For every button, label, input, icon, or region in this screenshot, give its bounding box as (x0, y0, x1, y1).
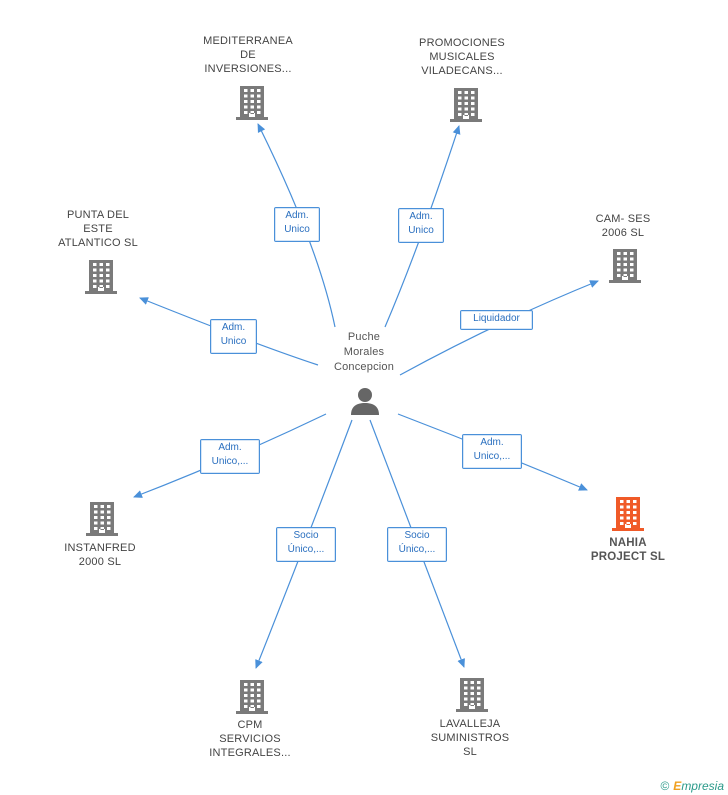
brand-initial: E (673, 779, 682, 793)
person-icon[interactable] (350, 386, 380, 416)
company-label[interactable]: PUNTA DEL ESTE ATLANTICO SL (58, 209, 138, 249)
edge-label-nahia[interactable]: Adm. Unico,... (462, 434, 522, 469)
building-body (89, 260, 113, 292)
building-base (450, 119, 482, 122)
building-body (616, 497, 640, 529)
building-icon[interactable] (85, 258, 117, 294)
company-label[interactable]: CAM- SES 2006 SL (595, 213, 651, 239)
company-label[interactable]: CPM SERVICIOS INTEGRALES... (209, 719, 291, 759)
building-base (612, 528, 644, 531)
edge-label-camses[interactable]: Liquidador (460, 310, 533, 330)
building-icon[interactable] (456, 676, 488, 712)
building-base (456, 709, 488, 712)
footer-brand: ©Empresia (660, 779, 724, 793)
brand-name: mpresia (681, 779, 724, 793)
building-body (240, 680, 264, 712)
building-base (85, 291, 117, 294)
building-body (90, 502, 114, 534)
building-body (613, 249, 637, 281)
building-icon[interactable] (86, 500, 118, 536)
building-base (86, 533, 118, 536)
company-label[interactable]: INSTANFRED 2000 SL (64, 542, 136, 568)
edge-label-mediterranea[interactable]: Adm. Unico (274, 207, 320, 242)
edge-label-promociones[interactable]: Adm. Unico (398, 208, 444, 243)
edge-label-instanfred[interactable]: Adm. Unico,... (200, 439, 260, 474)
building-icon[interactable] (450, 86, 482, 122)
company-label[interactable]: PROMOCIONES MUSICALES VILADECANS... (419, 37, 505, 77)
edge-label-cpm[interactable]: Socio Único,... (276, 527, 336, 562)
edge-label-lavalleja[interactable]: Socio Único,... (387, 527, 447, 562)
building-body (454, 88, 478, 120)
copyright-icon: © (660, 779, 670, 793)
building-body (240, 86, 264, 118)
company-label[interactable]: NAHIA PROJECT SL (590, 537, 666, 563)
center-person-label[interactable]: Puche Morales Concepcion (333, 331, 395, 373)
company-label[interactable]: MEDITERRANEA DE INVERSIONES... (203, 35, 293, 75)
building-icon[interactable] (612, 495, 644, 531)
building-base (609, 280, 641, 283)
building-icon[interactable] (236, 678, 268, 714)
building-base (236, 117, 268, 120)
building-body (460, 678, 484, 710)
building-base (236, 711, 268, 714)
building-icon[interactable] (236, 84, 268, 120)
building-icon[interactable] (609, 247, 641, 283)
edge-label-punta[interactable]: Adm. Unico (210, 319, 257, 354)
company-label[interactable]: LAVALLEJA SUMINISTROS SL (430, 718, 510, 758)
